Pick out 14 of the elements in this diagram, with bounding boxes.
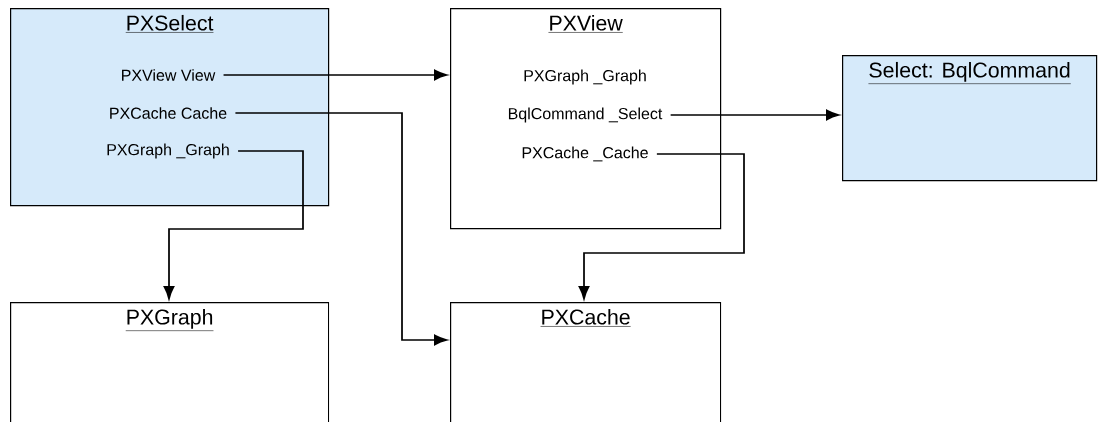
arrow <box>578 153 745 300</box>
arrow <box>669 109 840 121</box>
member-text: PXGraph _Graph <box>524 69 646 85</box>
member-text: PXView View <box>122 69 216 81</box>
member-text: PXGraph _Graph <box>107 143 229 159</box>
class-box: PXGraph <box>10 302 330 422</box>
arrow <box>234 112 448 346</box>
member-text: BqlCommand _Select <box>508 107 663 123</box>
class-box: PXCache <box>450 302 722 422</box>
arrow <box>222 69 448 81</box>
arrow <box>163 150 304 300</box>
member-text: PXCache Cache <box>110 107 227 119</box>
class-box: Select: BqlCommand <box>842 55 1098 182</box>
member-text: PXCache _Cache <box>522 146 648 162</box>
